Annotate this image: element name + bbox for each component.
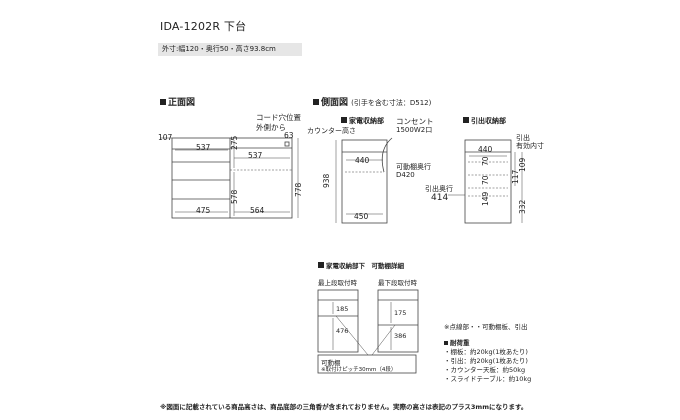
shelf-depth-label: 可動棚奥行: [396, 163, 431, 171]
dim-107: 107: [158, 133, 173, 142]
dim-537-left: 537: [196, 143, 211, 152]
dim-537-right: 537: [248, 151, 263, 160]
counter-height-label: カウンター高さ: [307, 127, 356, 135]
outlet-label: コンセント: [396, 117, 434, 126]
dim-109: 109: [518, 157, 527, 172]
shelf-bottom-outline: [377, 289, 419, 353]
front-cabinet-outline: [171, 137, 293, 219]
outlet-spec: 1500W2口: [396, 126, 433, 134]
dim-564: 564: [250, 206, 265, 215]
shelf-depth-value: D420: [396, 171, 415, 179]
dim-386: 386: [394, 332, 407, 340]
bottom-mount-label: 最下段取付時: [378, 279, 417, 287]
dim-778: 778: [294, 182, 303, 197]
appliance-bay-heading: 家電収納部: [341, 116, 384, 126]
spec-bar: 外寸:幅120・奥行50・高さ93.8cm: [158, 43, 302, 56]
square-bullet-icon: [160, 99, 166, 105]
dim-70-b: 70: [481, 175, 490, 185]
square-bullet-icon: [444, 341, 448, 345]
drawer-part-heading: 引出収納部: [463, 116, 506, 126]
load-item-slide-table: ・スライドテーブル：約10kg: [444, 375, 532, 383]
load-item-shelf: ・棚板：約20kg(1枚あたり): [444, 348, 528, 356]
dim-440-drawer: 440: [478, 145, 493, 154]
square-bullet-icon: [318, 262, 324, 268]
drawer-depth-label: 引出奥行: [425, 185, 453, 193]
outlet-leader: [381, 137, 393, 173]
dim-63: 63: [284, 131, 294, 140]
square-bullet-icon: [341, 117, 347, 123]
dim-578: 578: [230, 189, 239, 204]
movable-shelf-label: 可動棚: [321, 359, 341, 367]
dim-414: 414: [431, 193, 449, 203]
square-bullet-icon: [463, 117, 469, 123]
pitch-note: ※取付けピッチ30mm（4段）: [321, 367, 397, 373]
dim-476: 476: [336, 327, 349, 335]
dim-185: 185: [336, 305, 349, 313]
load-title: 耐荷重: [444, 337, 470, 347]
side-cabinet-outline: [341, 139, 388, 224]
effective-inner-label: 有効内寸: [516, 142, 544, 150]
front-view-heading: 正面図: [160, 95, 195, 108]
page-title: IDA-1202R 下台: [160, 20, 247, 33]
load-item-drawer: ・引出：約20kg(1枚あたり): [444, 357, 528, 365]
from-outer-label: 外側から: [256, 123, 286, 132]
shelf-top-outline: [317, 289, 359, 353]
dim-938: 938: [322, 173, 331, 188]
dim-332: 332: [518, 199, 527, 214]
dim-275: 275: [230, 135, 239, 150]
dim-475: 475: [196, 206, 211, 215]
dim-70-a: 70: [481, 156, 490, 166]
movable-shelf-note-box: [317, 354, 417, 374]
dim-440-side: 440: [355, 156, 370, 165]
cord-hole-marker: [284, 141, 290, 147]
footer-note: ※図面に記載されている商品高さは、商品底部の三角香が含まれておりません。実際の高…: [160, 403, 528, 411]
top-mount-label: 最上段取付時: [318, 279, 357, 287]
drawer-inner-label: 引出: [516, 134, 530, 142]
shelf-detail-heading: 家電収納部下 可動棚詳細: [318, 260, 404, 270]
cord-hole-label: コード穴位置: [256, 113, 301, 122]
dotted-legend: ※点線部・・可動棚板、引出: [444, 323, 528, 331]
dim-450: 450: [354, 212, 369, 221]
dim-149: 149: [481, 191, 490, 206]
load-item-counter: ・カウンター天板：約50kg: [444, 366, 526, 374]
square-bullet-icon: [313, 99, 319, 105]
drawer-cabinet-outline: [464, 139, 512, 224]
side-view-heading: 側面図 (引手を含む寸法：D512): [313, 95, 431, 108]
dim-175: 175: [394, 309, 407, 317]
